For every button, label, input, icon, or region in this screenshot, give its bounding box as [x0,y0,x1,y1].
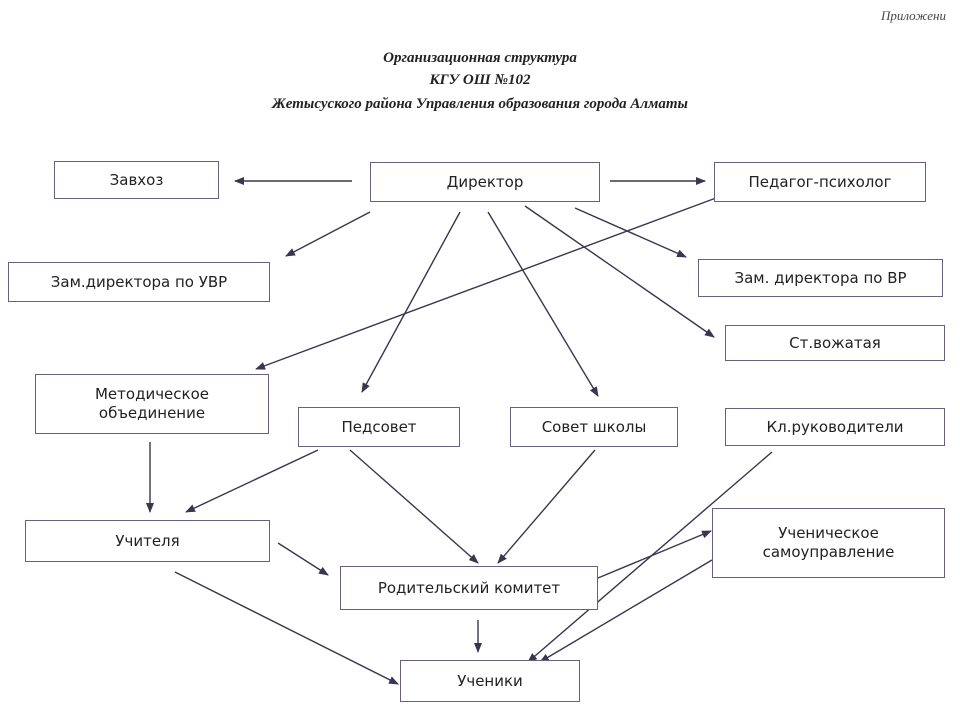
node-pioneer-leader: Ст.вожатая [725,325,945,361]
node-students: Ученики [400,660,580,702]
arrow-director-pioneer [524,205,715,338]
node-teachers: Учителя [25,520,270,562]
arrow-classteachers-students [527,451,773,663]
node-deputy-uvr: Зам.директора по УВР [8,262,270,302]
node-director: Директор [370,162,600,202]
chart-subtitle-district: Жетысуского района Управления образовани… [272,96,688,112]
node-method-union: Методическое объединение [35,374,269,434]
arrow-council-parents [497,449,596,564]
arrow-director-deputy-vr [574,207,687,258]
node-class-teachers: Кл.руководители [725,408,945,446]
arrow-teachers-students [174,571,399,685]
chart-subtitle-school: КГУ ОШ №102 [429,72,531,88]
appendix-note: Приложени [880,8,946,23]
node-school-council: Совет школы [510,407,678,447]
arrow-parents-selfgov [597,530,712,579]
node-zavkhoz: Завхоз [54,161,219,199]
node-psychologist: Педагог-психолог [714,162,926,202]
arrow-pedsovet-parents [349,449,479,564]
node-student-government: Ученическое самоуправление [712,508,945,578]
arrow-director-council [487,211,599,397]
node-deputy-vr: Зам. директора по ВР [698,259,943,297]
arrow-teachers-parents [277,542,329,576]
chart-title: Организационная структура [383,50,577,66]
arrow-director-deputy-uvr [285,211,371,257]
arrow-director-pedsovet [361,211,461,393]
node-parents-committee: Родительский комитет [340,566,598,610]
arrow-selfgov-students [539,559,713,663]
arrow-psychologist-method [255,197,717,370]
node-pedsovet: Педсовет [298,407,460,447]
arrow-pedsovet-teachers [185,449,319,513]
